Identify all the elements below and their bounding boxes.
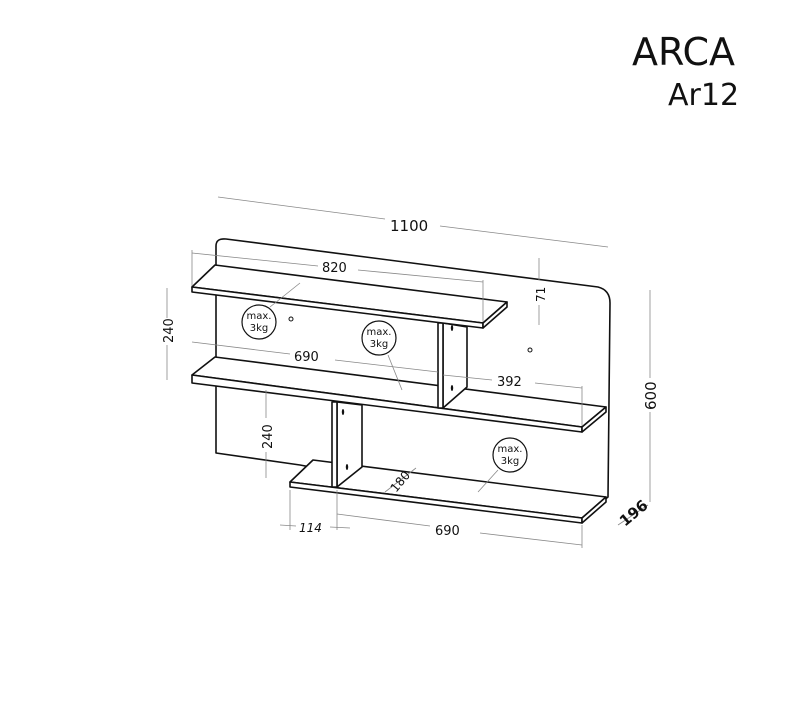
model-code: Ar12 <box>668 78 740 113</box>
svg-text:max.: max. <box>367 327 392 338</box>
dimension-lines <box>166 196 651 548</box>
load-label-3: max. 3kg <box>492 437 528 473</box>
dim-240-upper: 240 <box>162 318 177 343</box>
svg-text:max.: max. <box>247 311 272 322</box>
dim-690-bottom: 690 <box>435 524 460 539</box>
svg-text:3kg: 3kg <box>370 339 389 350</box>
dim-196: 196 <box>616 496 652 530</box>
dim-114: 114 <box>299 521 322 535</box>
load-label-1: max. 3kg <box>241 304 277 340</box>
dim-690-top: 690 <box>294 350 319 365</box>
load-label-2: max. 3kg <box>361 320 397 356</box>
dim-1100: 1100 <box>390 217 428 235</box>
dim-240-lower: 240 <box>261 424 276 449</box>
dim-600: 600 <box>642 381 660 410</box>
product-title: ARCA <box>632 30 736 74</box>
svg-text:3kg: 3kg <box>501 456 520 467</box>
dim-392: 392 <box>497 375 522 390</box>
svg-text:3kg: 3kg <box>250 323 269 334</box>
svg-text:max.: max. <box>498 444 523 455</box>
dim-820: 820 <box>322 261 347 276</box>
dim-71: 71 <box>534 287 548 302</box>
